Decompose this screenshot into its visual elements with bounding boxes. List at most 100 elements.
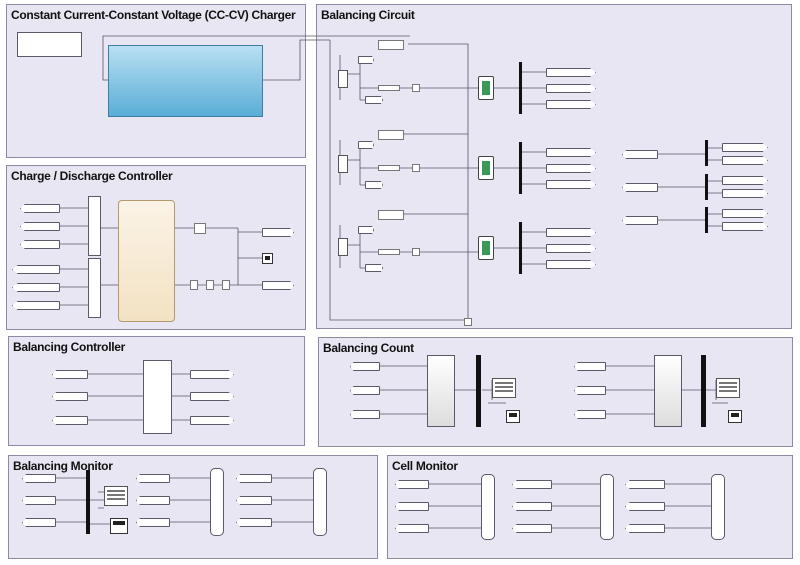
switch-2a[interactable] xyxy=(338,155,348,173)
goto-right-3b[interactable] xyxy=(722,222,768,231)
goto-tag-3a[interactable] xyxy=(358,226,374,234)
goto-bal-switch-1[interactable] xyxy=(190,370,234,379)
output-tag-2b[interactable] xyxy=(546,164,596,173)
goto-tag-3b[interactable] xyxy=(365,264,383,272)
from-soc-3[interactable] xyxy=(12,301,60,310)
unit-delay-2[interactable] xyxy=(206,280,214,290)
balancing-logic-subsystem[interactable] xyxy=(143,360,172,434)
output-tag-2a[interactable] xyxy=(546,148,596,157)
goto-right-3a[interactable] xyxy=(722,209,768,218)
gain-block[interactable] xyxy=(194,223,206,234)
from-voltage-1[interactable] xyxy=(20,204,60,213)
mux-soc[interactable] xyxy=(88,258,101,318)
ground-terminal[interactable] xyxy=(464,318,472,326)
goto-right-1b[interactable] xyxy=(722,156,768,165)
display-monitor[interactable] xyxy=(104,486,128,506)
goto-bal-switch-3[interactable] xyxy=(190,416,234,425)
output-tag-1c[interactable] xyxy=(546,100,596,109)
from-cell-7[interactable] xyxy=(625,480,665,489)
from-cell-5[interactable] xyxy=(512,502,552,511)
from-count-b2[interactable] xyxy=(574,386,606,395)
goto-discharge-switch[interactable] xyxy=(262,281,294,290)
from-count-a1[interactable] xyxy=(350,362,380,371)
from-cell-2[interactable] xyxy=(395,502,429,511)
from-soc-2[interactable] xyxy=(12,283,60,292)
from-cell-8[interactable] xyxy=(625,502,665,511)
scope-a[interactable] xyxy=(506,410,520,423)
from-monitor-4[interactable] xyxy=(136,474,170,483)
goto-charge-switch[interactable] xyxy=(262,228,294,237)
counter-subsystem-a[interactable] xyxy=(427,355,455,427)
diode-2[interactable] xyxy=(412,164,420,172)
battery-cell-2[interactable] xyxy=(478,156,494,180)
cell-vector-block-c[interactable] xyxy=(711,474,725,540)
goto-tag-2b[interactable] xyxy=(365,181,383,189)
from-bal-voltage-2[interactable] xyxy=(52,392,88,401)
goto-right-2b[interactable] xyxy=(722,189,768,198)
from-tag-right-2[interactable] xyxy=(622,183,658,192)
scope-b[interactable] xyxy=(728,410,742,423)
from-cell-1[interactable] xyxy=(395,480,429,489)
goto-bal-switch-2[interactable] xyxy=(190,392,234,401)
goto-tag-2a[interactable] xyxy=(358,141,374,149)
from-cell-4[interactable] xyxy=(512,480,552,489)
output-tag-1a[interactable] xyxy=(546,68,596,77)
bus-selector-bottom[interactable] xyxy=(378,210,404,220)
counter-subsystem-b[interactable] xyxy=(654,355,682,427)
bus-selector-mid[interactable] xyxy=(378,130,404,140)
from-count-b3[interactable] xyxy=(574,410,606,419)
step-source-block[interactable] xyxy=(17,32,82,57)
goto-right-2a[interactable] xyxy=(722,176,768,185)
from-monitor-6[interactable] xyxy=(136,518,170,527)
unit-delay-1[interactable] xyxy=(190,280,198,290)
display-b[interactable] xyxy=(716,378,740,398)
cell-vector-block-b[interactable] xyxy=(600,474,614,540)
from-cell-9[interactable] xyxy=(625,524,665,533)
from-monitor-5[interactable] xyxy=(136,496,170,505)
resistor-1[interactable] xyxy=(378,85,400,91)
switch-1a[interactable] xyxy=(338,70,348,88)
scope-monitor[interactable] xyxy=(110,518,128,534)
from-count-a2[interactable] xyxy=(350,386,380,395)
from-cell-6[interactable] xyxy=(512,524,552,533)
from-tag-right-3[interactable] xyxy=(622,216,658,225)
from-bal-voltage-3[interactable] xyxy=(52,416,88,425)
from-monitor-7[interactable] xyxy=(236,474,272,483)
from-bal-voltage-1[interactable] xyxy=(52,370,88,379)
from-monitor-9[interactable] xyxy=(236,518,272,527)
from-count-b1[interactable] xyxy=(574,362,606,371)
goto-right-1a[interactable] xyxy=(722,143,768,152)
area-cell-monitor[interactable]: Cell Monitor xyxy=(387,455,793,559)
goto-tag-1a[interactable] xyxy=(358,56,374,64)
output-tag-1b[interactable] xyxy=(546,84,596,93)
battery-cell-1[interactable] xyxy=(478,76,494,100)
mux-voltage[interactable] xyxy=(88,196,101,256)
bus-selector-top[interactable] xyxy=(378,40,404,50)
battery-cell-3[interactable] xyxy=(478,236,494,260)
output-tag-2c[interactable] xyxy=(546,180,596,189)
stateflow-chart-controller[interactable] xyxy=(118,200,175,322)
resistor-2[interactable] xyxy=(378,165,400,171)
goto-tag-1b[interactable] xyxy=(365,96,383,104)
output-tag-3a[interactable] xyxy=(546,228,596,237)
cccv-charger-subsystem[interactable] xyxy=(108,45,263,117)
display-a[interactable] xyxy=(492,378,516,398)
unit-delay-3[interactable] xyxy=(222,280,230,290)
from-monitor-3[interactable] xyxy=(22,518,56,527)
from-cell-3[interactable] xyxy=(395,524,429,533)
from-soc-1[interactable] xyxy=(12,265,60,274)
from-monitor-8[interactable] xyxy=(236,496,272,505)
from-tag-right-1[interactable] xyxy=(622,150,658,159)
from-count-a3[interactable] xyxy=(350,410,380,419)
from-monitor-2[interactable] xyxy=(22,496,56,505)
cell-vector-block-a[interactable] xyxy=(481,474,495,540)
resistor-3[interactable] xyxy=(378,249,400,255)
diode-1[interactable] xyxy=(412,84,420,92)
monitor-vector-block-a[interactable] xyxy=(210,468,224,536)
from-voltage-2[interactable] xyxy=(20,222,60,231)
switch-3a[interactable] xyxy=(338,238,348,256)
monitor-vector-block-b[interactable] xyxy=(313,468,327,536)
diode-3[interactable] xyxy=(412,248,420,256)
from-voltage-3[interactable] xyxy=(20,240,60,249)
from-monitor-1[interactable] xyxy=(22,474,56,483)
